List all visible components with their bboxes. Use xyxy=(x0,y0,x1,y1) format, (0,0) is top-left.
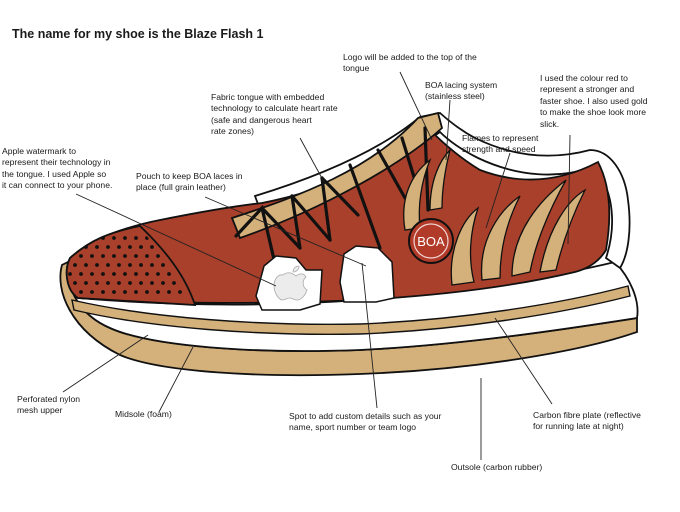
label-tongue: Fabric tongue with embedded technology t… xyxy=(211,92,338,138)
mesh-dot xyxy=(134,272,138,276)
mesh-dot xyxy=(145,290,149,294)
boa-badge-text: BOA xyxy=(417,234,445,249)
mesh-dot xyxy=(167,290,171,294)
mesh-dot xyxy=(167,272,171,276)
mesh-dot xyxy=(79,254,83,258)
mesh-dot xyxy=(150,281,154,285)
mesh-dot xyxy=(117,281,121,285)
mesh-dot xyxy=(79,290,83,294)
mesh-dot xyxy=(73,245,77,249)
mesh-dot xyxy=(145,272,149,276)
label-colour: I used the colour red to represent a str… xyxy=(540,73,648,130)
mesh-dot xyxy=(112,272,116,276)
page-title: The name for my shoe is the Blaze Flash … xyxy=(12,27,263,41)
mesh-dot xyxy=(161,263,165,267)
mesh-dot xyxy=(90,272,94,276)
mesh-dot xyxy=(150,245,154,249)
mesh-dot xyxy=(139,245,143,249)
mesh-dot xyxy=(156,290,160,294)
mesh-dot xyxy=(112,254,116,258)
mesh-dot xyxy=(101,254,105,258)
mesh-dot xyxy=(106,245,110,249)
mesh-dot xyxy=(139,263,143,267)
mesh-dot xyxy=(128,263,132,267)
mesh-dot xyxy=(68,272,72,276)
mesh-dot xyxy=(145,254,149,258)
mesh-dot xyxy=(156,254,160,258)
label-boa: BOA lacing system (stainless steel) xyxy=(425,80,497,103)
mesh-dot xyxy=(112,236,116,240)
mesh-dot xyxy=(178,290,182,294)
mesh-dot xyxy=(134,290,138,294)
mesh-dot xyxy=(134,236,138,240)
mesh-dot xyxy=(123,290,127,294)
mesh-dot xyxy=(79,236,83,240)
label-pouch: Pouch to keep BOA laces in place (full g… xyxy=(136,171,243,194)
mesh-dot xyxy=(73,281,77,285)
mesh-dot xyxy=(68,236,72,240)
mesh-dot xyxy=(112,290,116,294)
mesh-dot xyxy=(90,254,94,258)
mesh-dot xyxy=(90,236,94,240)
label-carbon: Carbon fibre plate (reflective for runni… xyxy=(533,410,641,433)
mesh-dot xyxy=(106,263,110,267)
mesh-dot xyxy=(73,263,77,267)
mesh-dot xyxy=(90,290,94,294)
label-apple: Apple watermark to represent their techn… xyxy=(2,146,112,192)
mesh-dot xyxy=(172,281,176,285)
mesh-dot xyxy=(128,245,132,249)
mesh-dot xyxy=(161,281,165,285)
mesh-dot xyxy=(117,263,121,267)
label-outsole: Outsole (carbon rubber) xyxy=(451,462,542,473)
mesh-dot xyxy=(95,263,99,267)
mesh-dot xyxy=(106,281,110,285)
label-spot: Spot to add custom details such as your … xyxy=(289,411,441,434)
mesh-dot xyxy=(95,245,99,249)
mesh-dot xyxy=(117,245,121,249)
mesh-dot xyxy=(150,263,154,267)
mesh-dot xyxy=(84,281,88,285)
mesh-dot xyxy=(139,281,143,285)
mesh-dot xyxy=(134,254,138,258)
label-midsole: Midsole (foam) xyxy=(115,409,172,420)
mesh-dot xyxy=(84,263,88,267)
mesh-dot xyxy=(95,281,99,285)
mesh-dot xyxy=(101,272,105,276)
label-flames: Flames to represent strength and speed xyxy=(462,133,538,156)
mesh-dot xyxy=(156,272,160,276)
label-mesh: Perforated nylon mesh upper xyxy=(17,394,80,417)
mesh-dot xyxy=(123,272,127,276)
mesh-dot xyxy=(123,236,127,240)
mesh-dot xyxy=(101,290,105,294)
mesh-dot xyxy=(123,254,127,258)
mesh-dot xyxy=(128,281,132,285)
mesh-dot xyxy=(79,272,83,276)
label-logo: Logo will be added to the top of the ton… xyxy=(343,52,477,75)
